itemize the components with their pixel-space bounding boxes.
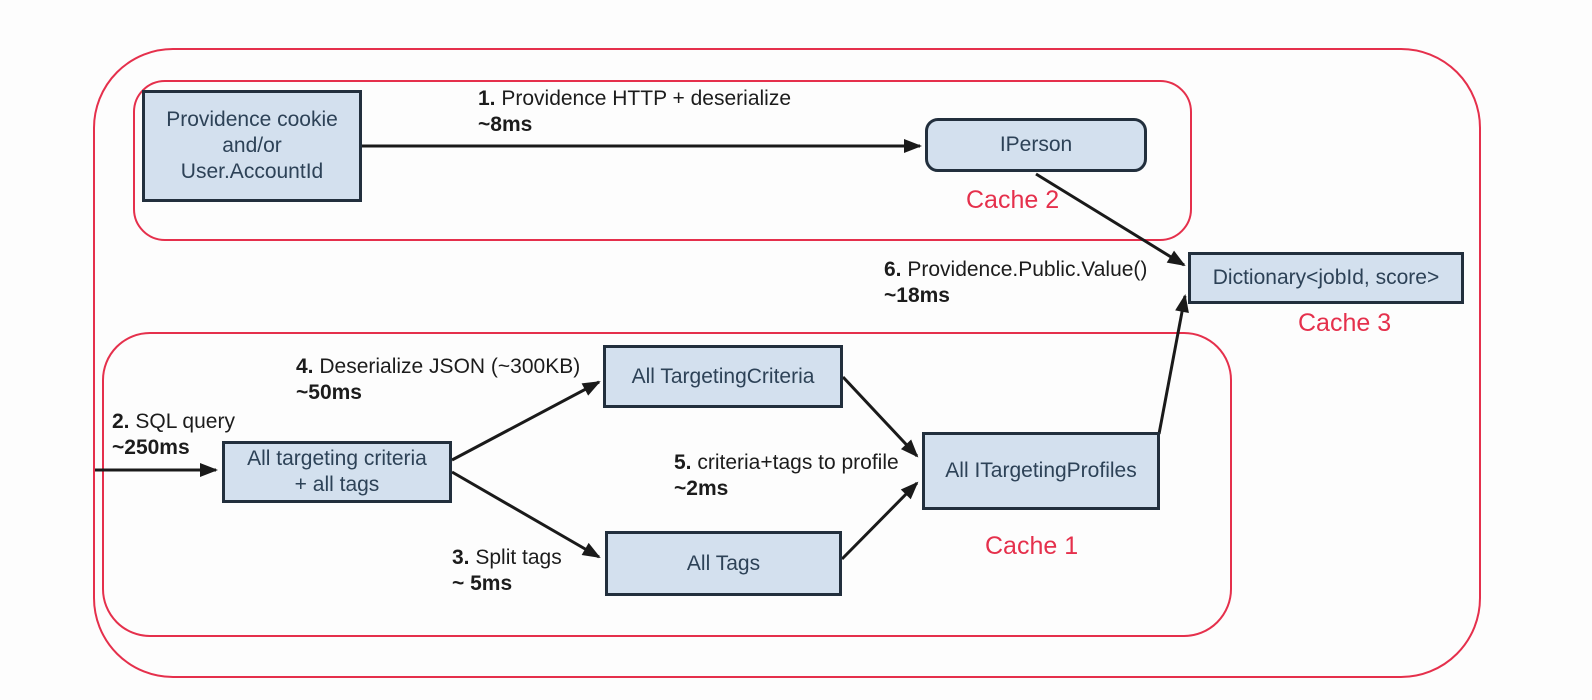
step-2-time: ~250ms	[112, 436, 190, 459]
node-criteria-tags-line-2: + all tags	[294, 473, 380, 496]
step-1-label: 1. Providence HTTP + deserialize ~8ms	[478, 86, 791, 138]
node-all-targeting-criteria-plus-tags: All targeting criteria + all tags	[222, 441, 452, 503]
cache3-label: Cache 3	[1298, 309, 1392, 337]
step-6-text: Providence.Public.Value()	[901, 258, 1148, 281]
step-6-label: 6. Providence.Public.Value() ~18ms	[884, 257, 1147, 309]
step-3-text: Split tags	[469, 546, 562, 569]
step-3-number: 3.	[452, 546, 470, 569]
node-providence-line-1: Providence cookie	[166, 108, 338, 131]
step-2-number: 2.	[112, 410, 130, 433]
step-2-label: 2. SQL query ~250ms	[112, 409, 235, 461]
step-2-text-line: 2. SQL query	[112, 409, 235, 435]
node-iperson-label: IPerson	[999, 133, 1073, 156]
step-1-text: Providence HTTP + deserialize	[495, 87, 792, 110]
node-iperson: IPerson	[925, 118, 1147, 172]
step-6-number: 6.	[884, 258, 902, 281]
node-all-tags-label: All Tags	[686, 551, 761, 575]
step-4-label: 4. Deserialize JSON (~300KB) ~50ms	[296, 354, 580, 406]
step-4-text: Deserialize JSON (~300KB)	[313, 355, 581, 378]
step-5-text-line: 5. criteria+tags to profile	[674, 450, 899, 476]
step-5-text: criteria+tags to profile	[691, 451, 899, 474]
step-6-text-line: 6. Providence.Public.Value()	[884, 257, 1147, 283]
node-dictionary-jobid-score: Dictionary<jobId, score>	[1188, 252, 1464, 304]
step-3-text-line: 3. Split tags	[452, 545, 562, 571]
node-providence-cookie: Providence cookie and/or User.AccountId	[142, 90, 362, 202]
step-5-label: 5. criteria+tags to profile ~2ms	[674, 450, 899, 502]
node-providence-line-2: and/or	[222, 134, 282, 157]
step-1-time: ~8ms	[478, 113, 533, 136]
step-2-text: SQL query	[129, 410, 235, 433]
cache1-label: Cache 1	[985, 532, 1079, 560]
node-all-tags: All Tags	[605, 531, 842, 596]
node-profiles-label: All ITargetingProfiles	[945, 459, 1137, 482]
cache3-container	[93, 48, 1481, 678]
step-5-time: ~2ms	[674, 477, 729, 500]
cache2-label: Cache 2	[966, 186, 1060, 214]
step-4-time: ~50ms	[296, 381, 362, 404]
node-all-targetingcriteria-label: All TargetingCriteria	[631, 364, 815, 388]
step-4-text-line: 4. Deserialize JSON (~300KB)	[296, 354, 580, 380]
node-providence-line-3: User.AccountId	[180, 160, 324, 183]
step-4-number: 4.	[296, 355, 314, 378]
node-criteria-tags-line-1: All targeting criteria	[247, 447, 427, 470]
step-3-time: ~ 5ms	[452, 572, 513, 595]
node-all-targetingcriteria: All TargetingCriteria	[603, 345, 843, 408]
cache1-container	[102, 332, 1232, 637]
node-dictionary-label: Dictionary<jobId, score>	[1212, 266, 1440, 289]
step-1-text-line: 1. Providence HTTP + deserialize	[478, 86, 791, 112]
step-5-number: 5.	[674, 451, 692, 474]
step-1-number: 1.	[478, 87, 496, 110]
cache2-container	[133, 80, 1192, 241]
node-all-itargetingprofiles: All ITargetingProfiles	[922, 432, 1160, 510]
step-3-label: 3. Split tags ~ 5ms	[452, 545, 562, 597]
step-6-time: ~18ms	[884, 284, 950, 307]
